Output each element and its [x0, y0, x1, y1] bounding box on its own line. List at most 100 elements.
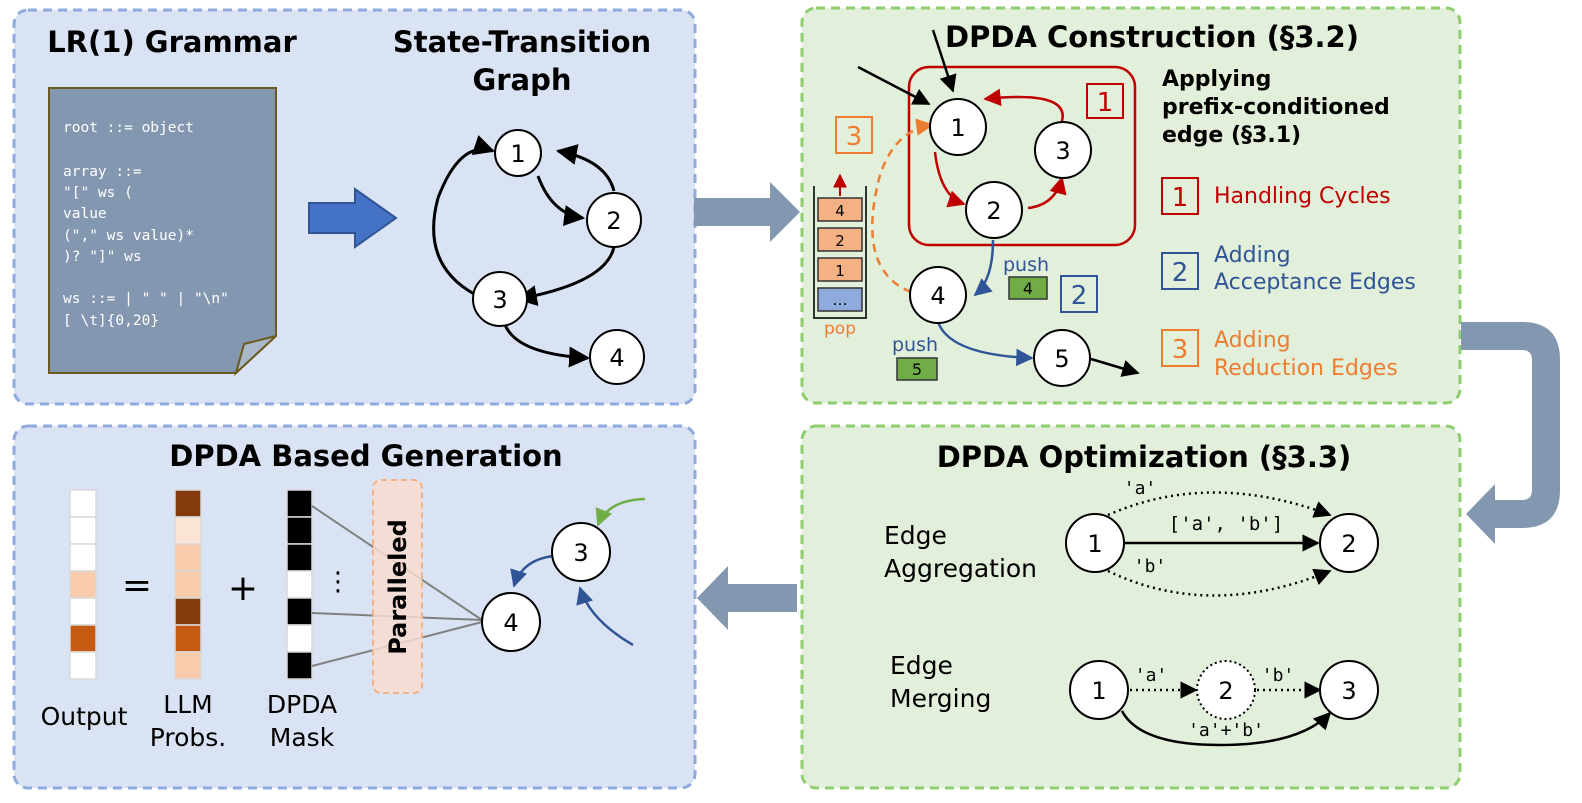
stack-item-label: …: [833, 291, 848, 309]
legend-num-3: 3: [1172, 335, 1189, 365]
pop-label: pop: [824, 319, 856, 339]
legend-text-3-line1: Adding: [1214, 328, 1291, 353]
generation-edges: [510, 497, 646, 647]
construction-legend: 1 Handling Cycles 2 Adding Acceptance Ed…: [1161, 177, 1416, 381]
construction-red-edges: [933, 88, 1067, 210]
node-label: 3: [573, 539, 588, 567]
marker-2-label: 2: [1071, 281, 1088, 311]
legend-num-1: 1: [1172, 183, 1189, 213]
cycle-region-box: [907, 65, 1137, 247]
llm-probs-column: [174, 489, 202, 680]
aggregation-label-line1: Edge: [884, 521, 947, 550]
construction-blue-edges: [936, 239, 1034, 367]
push-badge: [896, 357, 938, 381]
mask-cell: [286, 489, 313, 518]
paralleled-label: Paralleled: [384, 519, 412, 655]
dpda-mask-column: [286, 489, 313, 680]
stack-item-label: 2: [835, 232, 845, 250]
state-node: 2: [586, 192, 642, 248]
node-label: 4: [930, 282, 945, 310]
output-cell: [69, 570, 97, 599]
vertical-dots: ⋮: [325, 567, 351, 597]
aggregation-label-line2: Aggregation: [884, 554, 1037, 583]
state-node: 3: [1319, 660, 1379, 720]
output-cell: [69, 624, 97, 653]
output-column: [69, 489, 97, 680]
plus-sign: +: [228, 568, 258, 609]
construction-title: DPDA Construction (§3.2): [945, 20, 1359, 54]
marker-1-label: 1: [1097, 88, 1114, 118]
lr-graph-nodes: 1 2 3 4: [472, 129, 645, 385]
llm-prob-cell: [174, 489, 202, 518]
legend-text-1: Handling Cycles: [1214, 184, 1391, 209]
stack-item-label: 4: [835, 202, 845, 220]
push-label: push: [892, 334, 938, 356]
node-label: 1: [1087, 530, 1102, 558]
aggregation-label-b: 'b': [1134, 556, 1167, 577]
llm-prob-cell: [174, 570, 202, 599]
legend-box-1: [1161, 177, 1199, 215]
llm-prob-cell: [174, 543, 202, 572]
state-node: 3: [1034, 121, 1092, 179]
equals-sign: =: [122, 565, 152, 606]
marker-1-box: [1086, 83, 1124, 119]
output-cell: [69, 489, 97, 518]
mask-cell: [286, 543, 313, 572]
legend-text-2-line2: Acceptance Edges: [1214, 270, 1416, 295]
node-label: 2: [1341, 530, 1356, 558]
node-label: 4: [503, 609, 518, 637]
grammar-line: root ::= object: [63, 120, 194, 136]
llm-label-line2: Probs.: [150, 723, 227, 752]
llm-label-line1: LLM: [163, 690, 212, 719]
aggregation-label-ab: ['a', 'b']: [1169, 513, 1283, 535]
construction-subtitle-line3: edge (§3.1): [1162, 123, 1301, 148]
panel-optimization-background: [800, 424, 1462, 790]
grammar-line: array ::=: [63, 164, 142, 180]
legend-text-2-line1: Adding: [1214, 243, 1291, 268]
merging-label-line2: Merging: [890, 684, 991, 713]
graph-title-line1: State-Transition: [393, 25, 651, 59]
merging-label-line1: Edge: [890, 651, 953, 680]
grammar-line: )? "]" ws: [63, 249, 142, 265]
aggregation-edges: [1107, 491, 1332, 597]
marker-3-label: 3: [846, 122, 863, 152]
flow-arrow-lr-to-construction: [694, 182, 800, 242]
marker-2-box: [1060, 275, 1098, 313]
merging-label-ab: 'a'+'b': [1188, 720, 1264, 741]
node-label: 1: [1091, 677, 1106, 705]
graph-title-line2: Graph: [472, 63, 571, 97]
construction-subtitle-line2: prefix-conditioned: [1162, 95, 1390, 120]
push-badge-label: 5: [912, 360, 922, 379]
llm-prob-cell: [174, 624, 202, 653]
state-node: 3: [472, 271, 528, 327]
legend-text-3-line2: Reduction Edges: [1214, 356, 1398, 381]
grammar-line: value: [63, 206, 107, 222]
legend-num-2: 2: [1172, 258, 1189, 288]
node-label: 3: [492, 286, 507, 314]
merging-edges: [1120, 681, 1332, 747]
grammar-line: "[" ws (: [63, 185, 133, 201]
node-label: 4: [609, 344, 624, 372]
state-node: 4: [589, 329, 645, 385]
legend-box-3: [1161, 329, 1199, 367]
paralleled-box: [372, 479, 423, 694]
state-node: 4: [909, 266, 967, 324]
node-label: 2: [986, 197, 1001, 225]
node-label: 3: [1055, 137, 1070, 165]
merging-label-b: 'b': [1262, 665, 1295, 686]
mask-cell: [286, 624, 313, 653]
stack-item: [817, 227, 863, 252]
grammar-document: root ::= object array ::= "[" ws ( value…: [48, 87, 277, 377]
reduction-edge: [871, 118, 934, 294]
grammar-line: ("," ws value)*: [63, 228, 194, 244]
mask-cell: [286, 516, 313, 545]
state-node: 1: [1069, 660, 1129, 720]
panel-generation-background: [12, 424, 697, 790]
mask-cell: [286, 597, 313, 626]
state-node: 3: [551, 522, 611, 582]
state-node: 2: [965, 181, 1023, 239]
output-cell: [69, 597, 97, 626]
output-cell: [69, 543, 97, 572]
llm-prob-cell: [174, 516, 202, 545]
